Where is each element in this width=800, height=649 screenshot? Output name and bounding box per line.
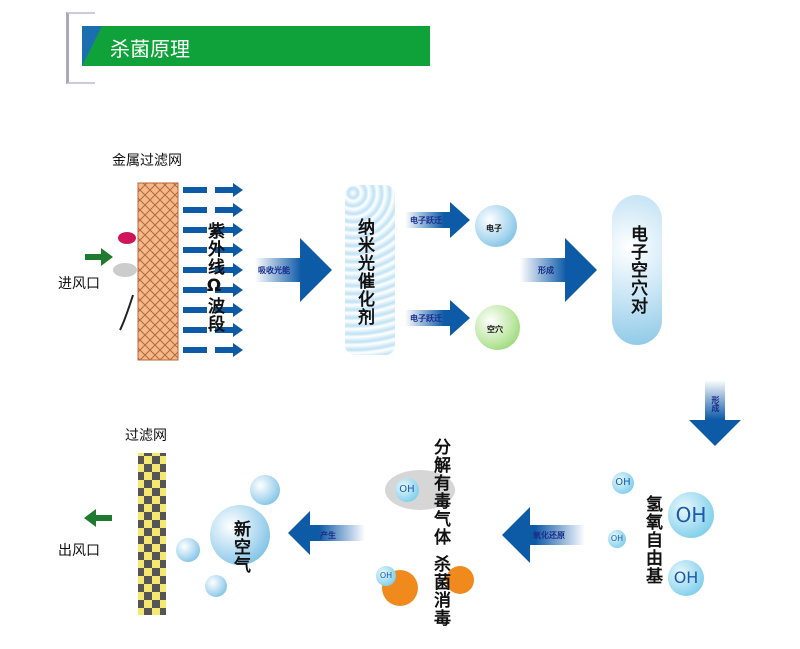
uv-arrow (183, 323, 243, 337)
pair-bubbles (612, 195, 662, 345)
electron-label: 电子 (486, 224, 502, 233)
oh-bubble: OH (668, 560, 704, 596)
produce-arrow (288, 511, 365, 555)
uv-arrow (183, 243, 243, 257)
uv-arrow (183, 183, 243, 197)
uv-arrow (183, 203, 243, 217)
sterilize-label: 杀菌消毒 (430, 555, 450, 627)
particle (118, 232, 136, 244)
dust (113, 263, 137, 277)
radical-label: 氢氧自由基 (642, 495, 662, 585)
redox-arrow (502, 507, 585, 563)
uv-arrows (183, 183, 243, 357)
uv-label: 紫外线Ω波段 (204, 222, 224, 333)
oh-bubble: OH (612, 472, 634, 494)
bacteria-2 (446, 566, 474, 594)
jump-label-1: 电子跃迁 (410, 216, 442, 225)
uv-arrow (183, 303, 243, 317)
form-label-2: 形成 (711, 396, 720, 412)
metal-filter-label: 金属过滤网 (112, 153, 182, 169)
oh-bubble: OH (668, 492, 714, 538)
header-accent (82, 26, 102, 66)
uv-arrow (183, 263, 243, 277)
outlet-label: 出风口 (58, 543, 100, 559)
inlet-arrow (85, 248, 113, 266)
hole-label: 空穴 (487, 325, 503, 334)
catalyst-label: 纳米光催化剂 (354, 218, 374, 326)
produce-label: 产生 (320, 531, 336, 540)
uv-arrow (183, 283, 243, 297)
oh-bubble: OH (608, 530, 626, 548)
hair (119, 294, 134, 331)
fresh-air-bubble (210, 505, 270, 565)
form-label-1: 形成 (538, 266, 554, 275)
jump-arrow-1 (405, 202, 470, 238)
uv-arrow (183, 223, 243, 237)
catalyst-bubbles (345, 185, 395, 355)
header-title: 杀菌原理 (110, 37, 190, 61)
jump-arrow-2 (405, 300, 470, 336)
metal-filter (137, 182, 179, 361)
header-frame (66, 12, 95, 84)
jump-label-2: 电子跃迁 (410, 314, 442, 323)
header-bar (82, 26, 430, 66)
fresh-air-bubble (250, 475, 280, 505)
filter-label: 过滤网 (125, 428, 167, 444)
uv-arrow (183, 343, 243, 357)
decompose-label: 分解有毒气体 (430, 438, 450, 546)
form-arrow-1 (520, 238, 597, 302)
filter (138, 453, 166, 615)
oh-bubble: OH (395, 478, 419, 502)
hole-bubble (475, 305, 520, 350)
inlet-label: 进风口 (58, 276, 100, 292)
fresh-air-label: 新空气 (230, 520, 250, 574)
fresh-air-bubble (176, 538, 200, 562)
redox-label: 氧化还原 (533, 531, 565, 540)
oh-bubble: OH (376, 566, 396, 586)
form-arrow-2 (689, 380, 741, 446)
absorb-label: 吸收光能 (258, 266, 290, 275)
outlet-arrow (84, 509, 112, 527)
pair-label: 电子空穴对 (627, 225, 647, 315)
absorb-arrow (255, 238, 332, 302)
electron-bubble (475, 205, 517, 247)
fresh-air-bubble (205, 575, 227, 597)
